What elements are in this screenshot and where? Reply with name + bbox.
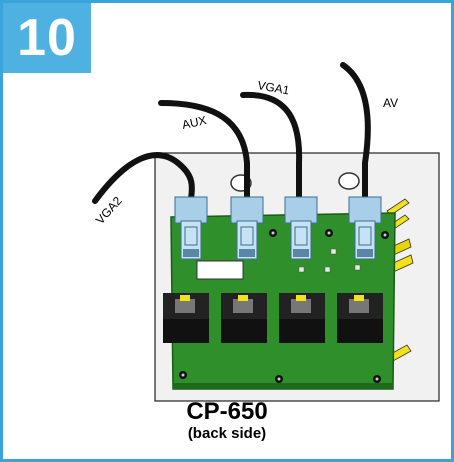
cables [92, 62, 371, 204]
cable-label-av: AV [383, 96, 398, 110]
cable-connectors [174, 196, 382, 260]
device-model-caption: CP-650 [186, 398, 268, 425]
step-number-badge: 10 [3, 3, 91, 73]
device-diagram: VGA2 AUX VGA1 AV [92, 62, 440, 402]
rj45-ports [163, 293, 383, 343]
device-side-caption: (back side) [187, 425, 267, 442]
cable-label-vga1: VGA1 [256, 78, 290, 97]
plate-hole [338, 172, 360, 190]
board-cutout [196, 260, 244, 280]
cable-label-aux: AUX [181, 113, 208, 132]
